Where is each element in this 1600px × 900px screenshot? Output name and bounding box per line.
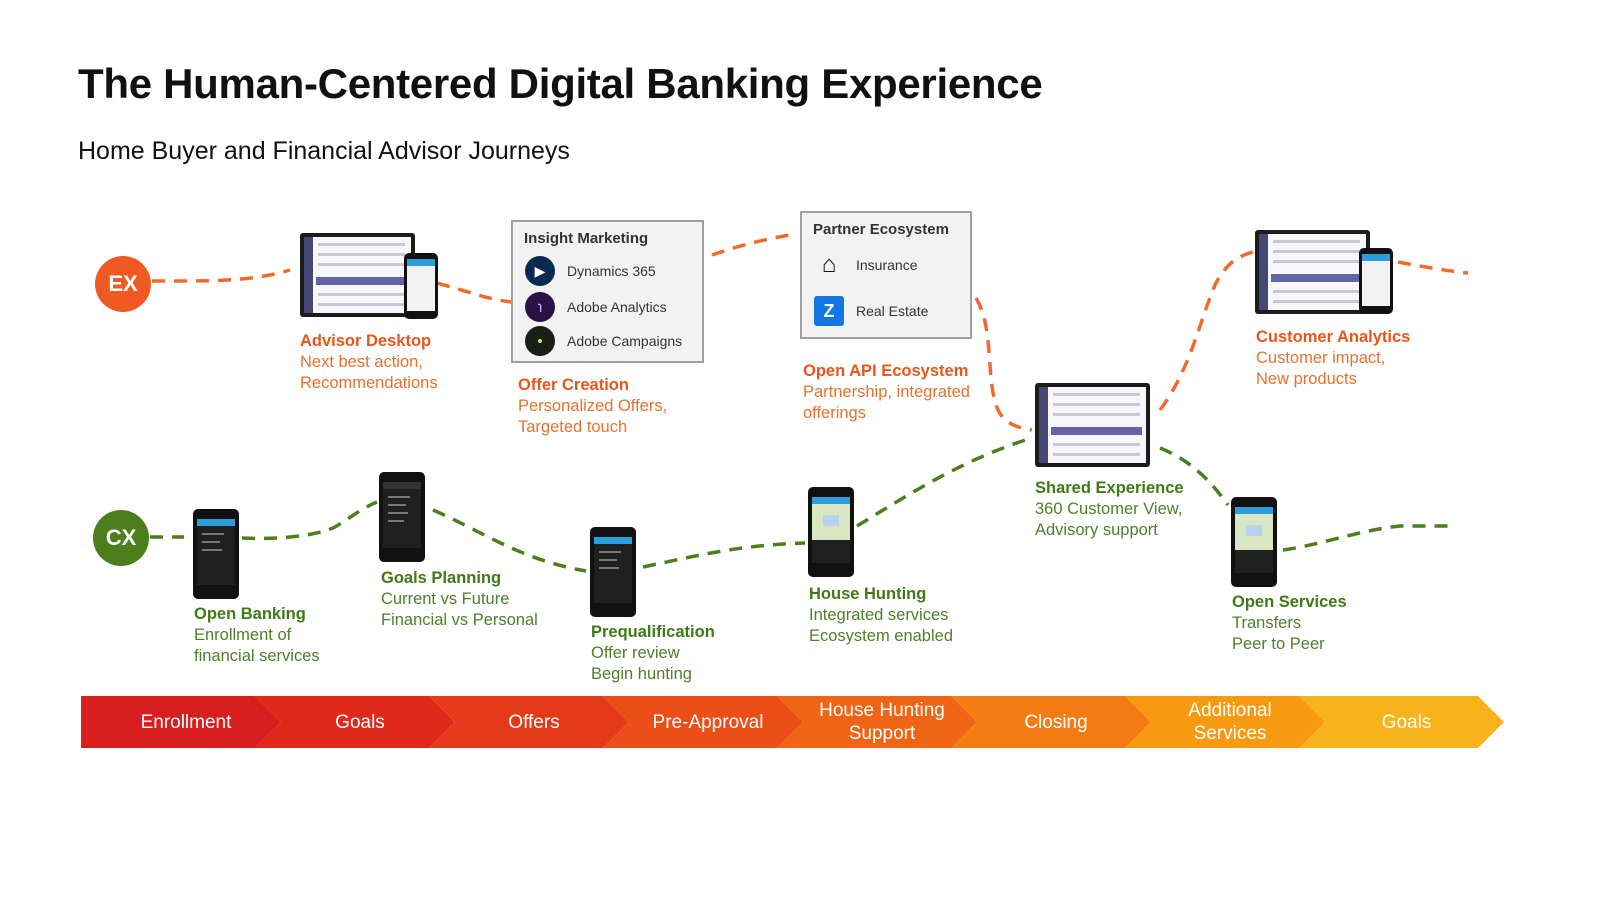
open-banking-phone [193, 509, 239, 599]
zillow-icon: Z [814, 296, 844, 326]
process-step-goals-final: Goals [1299, 696, 1504, 748]
process-step-closing: Closing [951, 696, 1151, 748]
house-hunting-phone [808, 487, 854, 577]
cx-journey-path [150, 436, 1455, 573]
partner-ecosystem-box: Partner Ecosystem ⌂ Insurance Z Real Est… [800, 211, 972, 339]
adobe-analytics-item: ℩ Adobe Analytics [525, 292, 667, 322]
laptop-screenshot [300, 233, 415, 317]
open-services-phone [1231, 497, 1277, 587]
process-step-additional-services: Additional Services [1125, 696, 1325, 748]
phone-screenshot [404, 253, 438, 319]
page-title: The Human-Centered Digital Banking Exper… [78, 60, 1043, 107]
shared-experience-device [1035, 383, 1150, 467]
page-subtitle: Home Buyer and Financial Advisor Journey… [78, 137, 570, 165]
goals-planning-phone [379, 472, 425, 562]
process-step-offers: Offers [429, 696, 629, 748]
adobe-campaigns-icon: • [525, 326, 555, 356]
advisor-desktop-device [300, 233, 440, 323]
adobe-analytics-icon: ℩ [525, 292, 555, 322]
insight-marketing-title: Insight Marketing [524, 230, 649, 247]
process-step-enrollment: Enrollment [81, 696, 281, 748]
prequalification-phone [590, 527, 636, 617]
partner-ecosystem-title: Partner Ecosystem [813, 221, 949, 238]
dynamics-365-icon: ▶ [525, 256, 555, 286]
cx-lane-badge: CX [93, 510, 149, 566]
insurance-item: ⌂ Insurance [814, 250, 918, 280]
real-estate-item: Z Real Estate [814, 296, 928, 326]
insight-marketing-box: Insight Marketing ▶ Dynamics 365 ℩ Adobe… [511, 220, 704, 363]
ex-lane-badge: EX [95, 256, 151, 312]
adobe-campaigns-item: • Adobe Campaigns [525, 326, 682, 356]
dynamics-365-item: ▶ Dynamics 365 [525, 256, 656, 286]
phone-screenshot [1359, 248, 1393, 314]
house-hand-icon: ⌂ [821, 251, 837, 278]
process-step-goals: Goals [255, 696, 455, 748]
ex-journey-path [151, 233, 1469, 432]
laptop-screenshot [1255, 230, 1370, 314]
customer-analytics-device [1255, 230, 1395, 320]
process-step-pre-approval: Pre-Approval [603, 696, 803, 748]
process-step-house-hunting-support: House Hunting Support [777, 696, 977, 748]
